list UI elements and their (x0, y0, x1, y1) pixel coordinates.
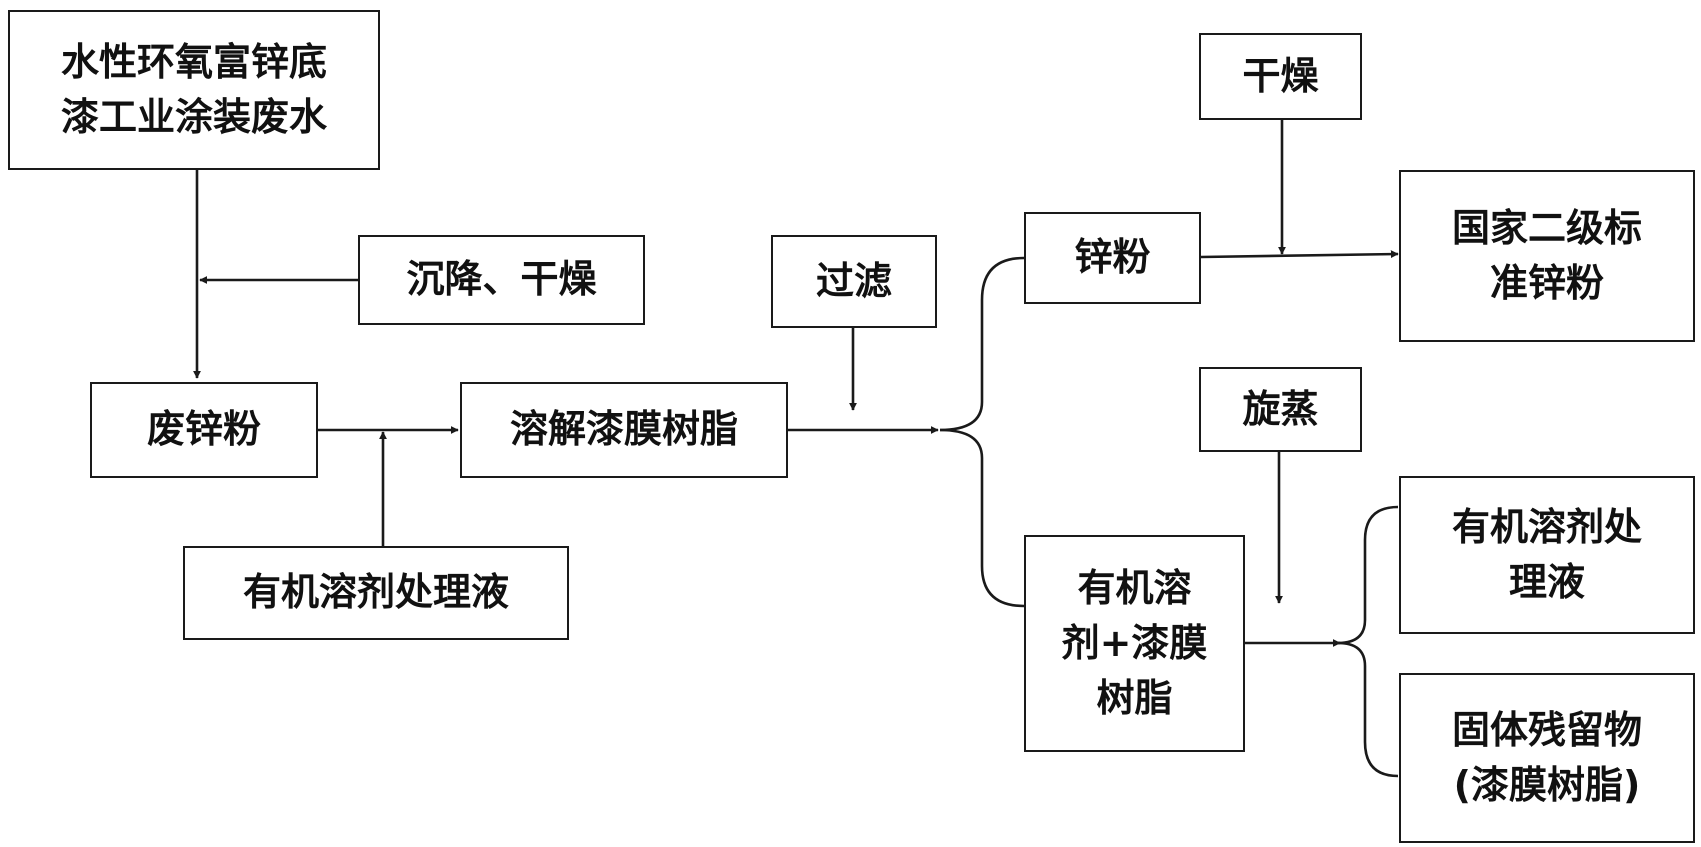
split-brace-2-lower (1337, 641, 1399, 778)
node-zinc-powder: 锌粉 (1024, 212, 1201, 304)
node-filter: 过滤 (771, 235, 937, 328)
node-solvent-input: 有机溶剂处理液 (183, 546, 569, 640)
split-brace-upper (939, 256, 1025, 432)
node-dissolve: 溶解漆膜树脂 (460, 382, 788, 478)
split-brace-2-upper (1337, 505, 1399, 645)
node-dry: 干燥 (1199, 33, 1362, 120)
node-rotary-evap: 旋蒸 (1199, 367, 1362, 452)
node-settle-dry: 沉降、干燥 (358, 235, 645, 325)
node-waste-zinc: 废锌粉 (90, 382, 318, 478)
arrow-zinc-to-standard (1200, 250, 1399, 259)
split-brace-lower (939, 428, 1025, 608)
node-standard-zinc: 国家二级标 准锌粉 (1399, 170, 1695, 342)
node-solvent-output: 有机溶剂处 理液 (1399, 476, 1695, 634)
node-solid-residue: 固体残留物 (漆膜树脂) (1399, 673, 1695, 843)
node-solvent-resin: 有机溶 剂+漆膜 树脂 (1024, 535, 1245, 752)
node-wastewater: 水性环氧富锌底 漆工业涂装废水 (8, 10, 380, 170)
